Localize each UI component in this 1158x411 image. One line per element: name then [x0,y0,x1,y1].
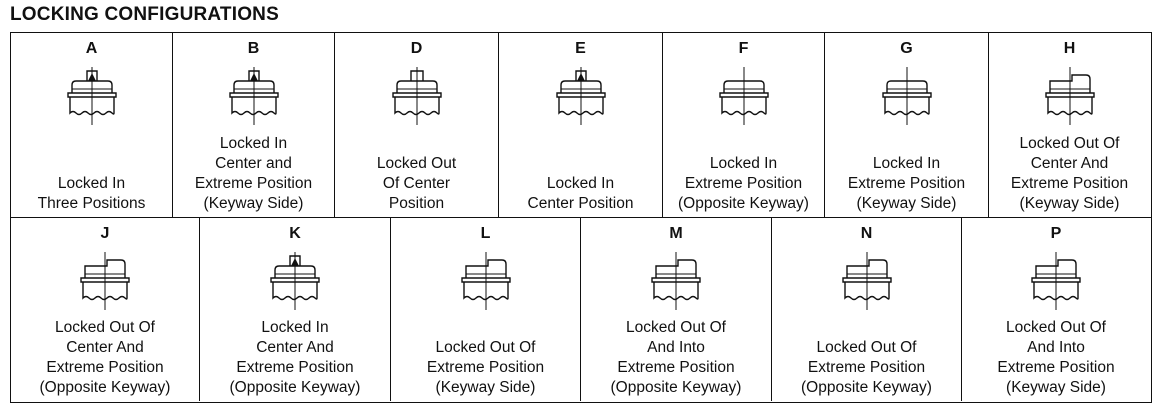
config-letter: J [100,225,110,242]
plug-step-icon [841,252,892,310]
config-letter: D [410,40,423,57]
config-letter: G [900,40,913,57]
config-letter: M [669,225,683,242]
plug-flat-top-icon [881,67,932,125]
config-letter: B [247,40,260,57]
config-letter: F [738,40,749,57]
plug-key-center-icon [66,67,117,125]
config-letter: P [1050,225,1062,242]
plug-key-center-icon [228,67,279,125]
plug-step-icon [1044,67,1095,125]
config-letter: K [289,225,301,242]
config-letter: E [575,40,586,57]
plug-flat-top-icon [718,67,769,125]
config-letter: H [1063,40,1076,57]
plug-step-icon [460,252,511,310]
plug-flat-top-icon [391,67,442,125]
plug-key-center-icon [555,67,606,125]
plug-key-center-icon [270,252,320,310]
plug-step-icon [1031,252,1081,310]
config-letter: N [860,225,873,242]
plug-step-icon [80,252,130,310]
config-letter: A [85,40,98,57]
config-letter: L [480,225,491,242]
plug-step-icon [651,252,701,310]
page-title: LOCKING CONFIGURATIONS [10,4,279,25]
